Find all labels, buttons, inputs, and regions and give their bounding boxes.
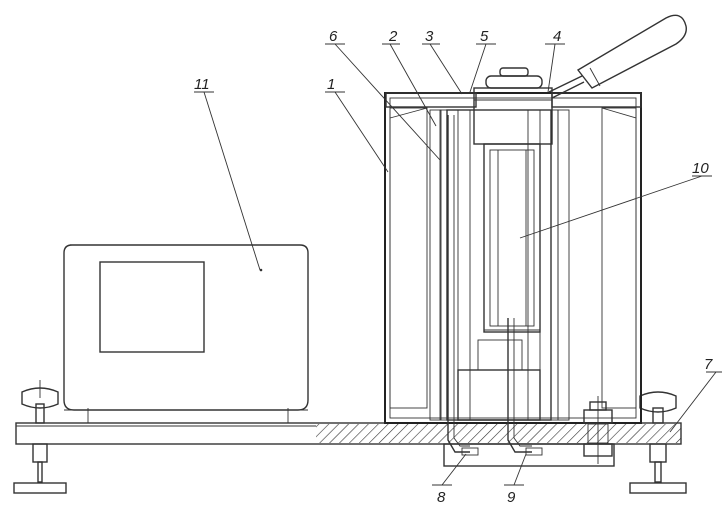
handle-grip <box>576 14 687 89</box>
mounting-bolt <box>583 396 613 464</box>
callout-4: 4 <box>553 28 561 45</box>
callout-1: 1 <box>327 76 335 93</box>
callout-8: 8 <box>437 489 446 506</box>
callout-5: 5 <box>480 28 489 45</box>
callout-labels: 1 2 3 4 5 6 7 8 9 10 11 <box>194 28 713 506</box>
left-leveling-foot <box>13 380 67 494</box>
callout-11: 11 <box>194 76 210 93</box>
sample-tube <box>483 143 541 333</box>
callout-2: 2 <box>388 28 398 45</box>
callout-6: 6 <box>329 28 338 45</box>
callout-3: 3 <box>425 28 434 45</box>
thermocouple-leads <box>447 115 543 456</box>
lower-bracket <box>443 443 615 467</box>
outer-housing <box>384 92 642 424</box>
cap-assembly <box>473 67 585 145</box>
control-box <box>63 244 309 423</box>
callout-10: 10 <box>692 160 709 177</box>
heater-coils <box>429 109 570 421</box>
callout-7: 7 <box>704 356 713 373</box>
leader-lines <box>194 43 722 486</box>
right-leveling-foot <box>629 391 687 494</box>
base-plate <box>15 422 682 445</box>
callout-9: 9 <box>507 489 516 506</box>
inner-block <box>446 109 552 421</box>
